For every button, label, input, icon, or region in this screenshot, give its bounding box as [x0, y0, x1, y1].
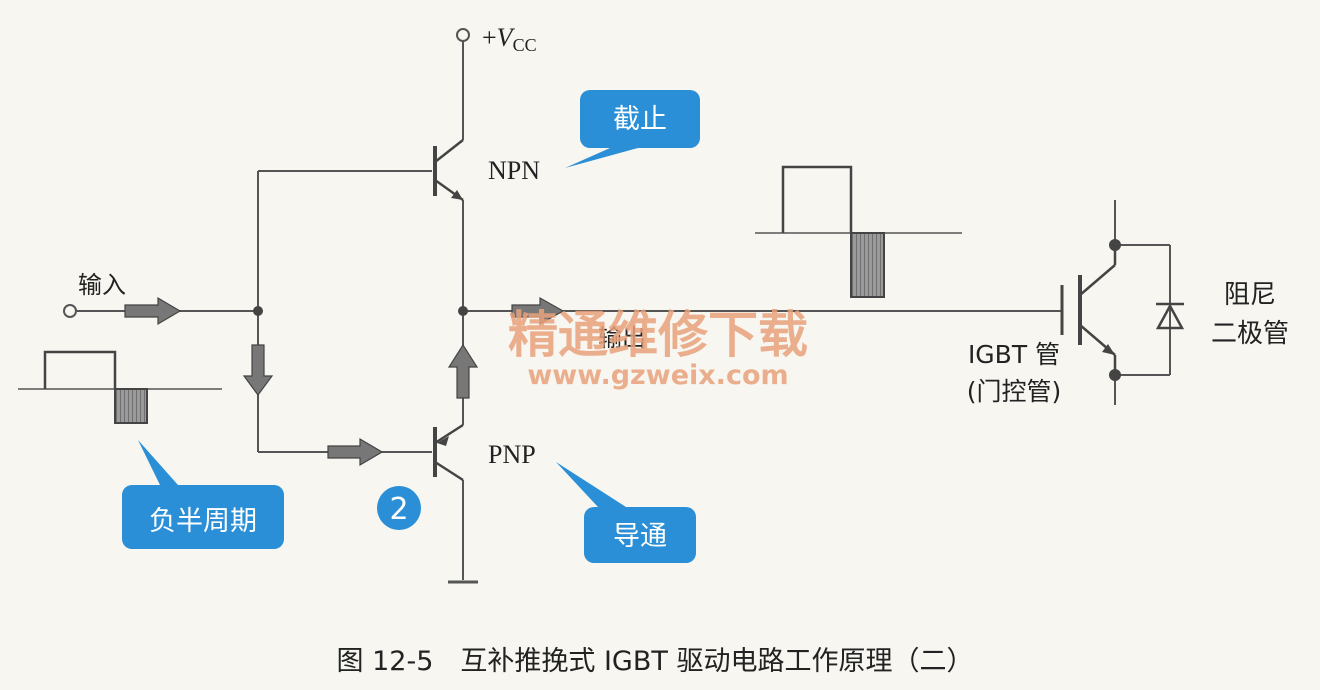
watermark: 精通维修下载 www.gzweix.com [508, 306, 808, 391]
diode-label: 阻尼 [1224, 280, 1276, 310]
watermark-url: www.gzweix.com [527, 360, 788, 391]
npn-transistor [433, 139, 464, 202]
step-number: 2 [389, 492, 408, 527]
callout-pnp-state-text: 导通 [613, 521, 667, 552]
igbt-sublabel: (门控管) [967, 377, 1062, 406]
pnp-label: PNP [488, 440, 536, 469]
vcc-terminal [456, 28, 470, 42]
callout-pnp-state: 导通 [556, 462, 696, 563]
diode-sublabel: 二极管 [1211, 319, 1289, 349]
input-label: 输入 [78, 271, 126, 299]
step-badge: 2 [377, 486, 421, 530]
input-waveform [18, 350, 222, 424]
watermark-title: 精通维修下载 [508, 306, 808, 364]
output-waveform [755, 165, 962, 298]
vcc-label: +VCC [482, 23, 537, 55]
callout-half-cycle-text: 负半周期 [149, 506, 257, 537]
pnp-transistor [433, 423, 464, 482]
igbt-label: IGBT 管 [968, 340, 1060, 369]
callout-npn-state-text: 截止 [613, 104, 667, 135]
figure-caption: 图 12-5 互补推挽式 IGBT 驱动电路工作原理（二） [337, 646, 974, 677]
input-terminal [63, 304, 77, 318]
callout-half-cycle: 负半周期 [122, 440, 284, 549]
callout-npn-state: 截止 [565, 90, 700, 168]
igbt-symbol [1060, 245, 1117, 375]
flow-arrows [124, 296, 565, 467]
npn-label: NPN [488, 156, 540, 185]
output-label: 输出 [598, 324, 646, 352]
damping-diode [1155, 302, 1185, 330]
